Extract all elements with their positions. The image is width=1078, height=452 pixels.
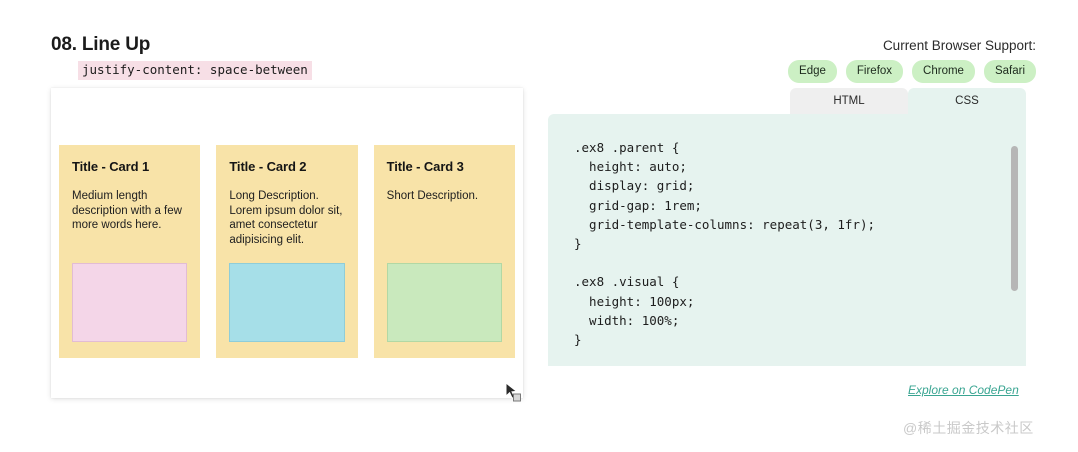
code-source: .ex8 .parent { height: auto; display: gr… [574,140,876,348]
demo-grid-parent: Title - Card 1 Medium length description… [59,145,515,358]
card-title: Title - Card 3 [386,159,464,174]
page-header: 08. Line Up justify-content: space-betwe… [0,0,1078,88]
card-visual-block [386,263,502,342]
tab-html[interactable]: HTML [790,88,908,114]
browser-support-label: Current Browser Support: [882,38,1036,53]
browser-badge-safari: Safari [983,60,1036,83]
card-description: Short Description. [386,190,479,202]
card-description: Medium length description with a few mor… [72,190,182,231]
browser-badge-row: Edge Firefox Chrome Safari [788,60,1036,83]
page-title: 08. Line Up [51,34,151,55]
explore-on-codepen-link[interactable]: Explore on CodePen [908,383,1019,397]
browser-badge-edge: Edge [788,60,837,83]
browser-badge-chrome: Chrome [912,60,975,83]
demo-preview-panel: Title - Card 1 Medium length description… [51,88,523,398]
browser-badge-firefox: Firefox [845,60,904,83]
code-tab-row: HTML CSS [790,88,1026,114]
demo-card-2: Title - Card 2 Long Description. Lorem i… [216,145,358,358]
card-description: Long Description. Lorem ipsum dolor sit,… [229,190,343,246]
property-chip: justify-content: space-between [78,61,312,80]
demo-card-3: Title - Card 3 Short Description. [373,145,515,358]
code-panel: HTML CSS .ex8 .parent { height: auto; di… [548,88,1026,374]
watermark: @稀土掘金技术社区 [903,420,1034,436]
card-visual-block [229,263,345,342]
tab-css[interactable]: CSS [908,88,1026,114]
code-scrollbar-thumb[interactable] [1011,146,1018,291]
demo-card-1: Title - Card 1 Medium length description… [59,145,201,358]
browser-support-block: Current Browser Support: Edge Firefox Ch… [788,38,1036,83]
title-block: 08. Line Up justify-content: space-betwe… [51,34,312,80]
card-title: Title - Card 1 [72,159,150,174]
card-title: Title - Card 2 [229,159,307,174]
code-editor-body[interactable]: .ex8 .parent { height: auto; display: gr… [548,114,1026,366]
card-visual-block [72,263,188,342]
